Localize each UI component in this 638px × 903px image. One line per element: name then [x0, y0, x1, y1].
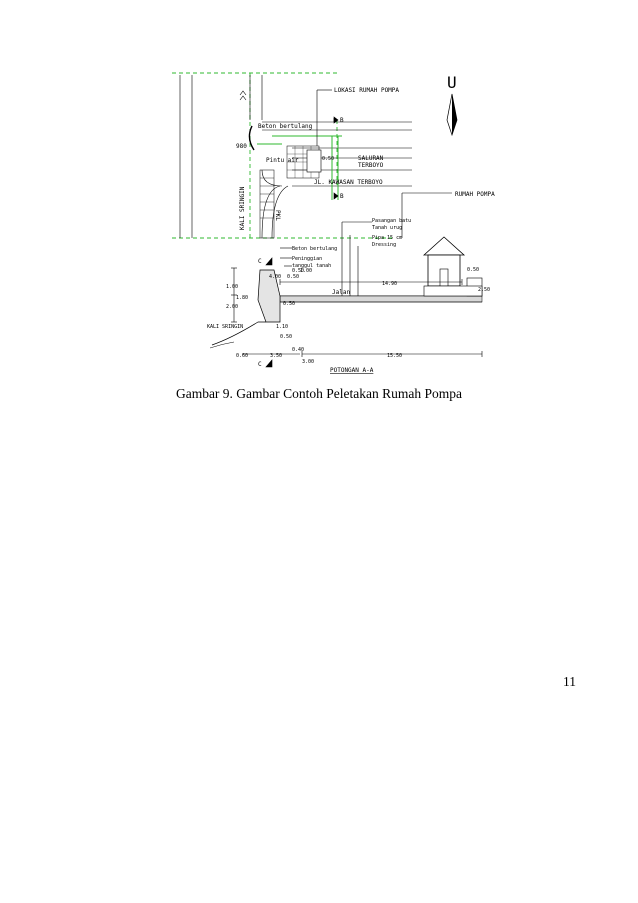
- label-saluran: SALURAN: [358, 155, 384, 162]
- dim-1-00: 1.00: [226, 284, 238, 290]
- section-view: [209, 221, 483, 368]
- label-kali-sringin-plan: KALI SRINGIN: [239, 186, 246, 230]
- dim-0-50-c: 0.50: [283, 301, 295, 307]
- dim-14-90: 14.90: [382, 281, 397, 287]
- dim-0-50-d: 0.50: [280, 334, 292, 340]
- label-pintu-air: Pintu air: [266, 157, 299, 164]
- label-beton-bertulang-plan: Beton bertulang: [258, 123, 313, 130]
- north-arrow-icon: [446, 93, 458, 137]
- label-terboyo: TERBOYO: [358, 162, 384, 169]
- label-jalan-section: Jalan: [332, 289, 350, 296]
- label-pipa: Pipa 15 cm: [372, 235, 402, 241]
- label-tanggul-tanah: tanggul tanah: [292, 263, 331, 269]
- page-number: 11: [563, 674, 576, 689]
- label-peninggian: Peninggian: [292, 256, 322, 262]
- dim-3-50: 3.50: [270, 353, 282, 359]
- dim-0-40: 0.40: [292, 347, 304, 353]
- label-050-plan: 0.50: [322, 156, 334, 162]
- label-pasangan-batu: Pasangan batu: [372, 218, 411, 224]
- label-kali-sringin-section: KALI SRINGIN: [207, 324, 243, 330]
- label-potongan-a-a: POTONGAN A-A: [330, 367, 374, 374]
- label-lokasi-rumah-pompa: LOKASI RUMAH POMPA: [334, 87, 399, 94]
- label-north: U: [447, 73, 457, 92]
- label-980: 980: [236, 143, 247, 150]
- label-beton-bertulang-section: Beton bertulang: [292, 246, 337, 252]
- label-b-top: B: [340, 117, 344, 124]
- figure-pump-house-drawing: LOKASI RUMAH POMPA U Beton bertulang Pin…: [162, 60, 504, 388]
- dim-3-00: 3.00: [302, 359, 314, 365]
- label-c-top: C: [258, 258, 262, 265]
- dim-0-50-b: 0.50: [292, 268, 304, 274]
- dim-0-50-e: 0.50: [467, 267, 479, 273]
- figure-caption: Gambar 9. Gambar Contoh Peletakan Rumah …: [175, 386, 463, 401]
- label-dressing: Dressing: [372, 242, 396, 248]
- dim-15-50: 15.50: [387, 353, 402, 359]
- dim-0-50-a: 0.50: [287, 274, 299, 280]
- dim-4-00: 4.00: [269, 274, 281, 280]
- label-c-bottom: C: [258, 361, 262, 368]
- flow-arrow-icon: [239, 90, 247, 101]
- dim-2-50: 2.50: [478, 287, 490, 293]
- dim-0-60: 0.60: [236, 353, 248, 359]
- label-pkl: PKL: [274, 210, 281, 221]
- label-rumah-pompa: RUMAH POMPA: [455, 191, 495, 198]
- label-jalan-kawasan: JL. KAWASAN TERBOYO: [314, 179, 383, 186]
- label-tanah-urug: Tanah urug: [372, 225, 402, 231]
- label-b-bottom: B: [340, 193, 344, 200]
- dim-1-10: 1.10: [276, 324, 288, 330]
- dim-1-80: 1.80: [236, 295, 248, 301]
- dim-1-00-b: 1.00: [300, 268, 312, 274]
- plan-view: [172, 72, 452, 239]
- dim-2-00: 2.00: [226, 304, 238, 310]
